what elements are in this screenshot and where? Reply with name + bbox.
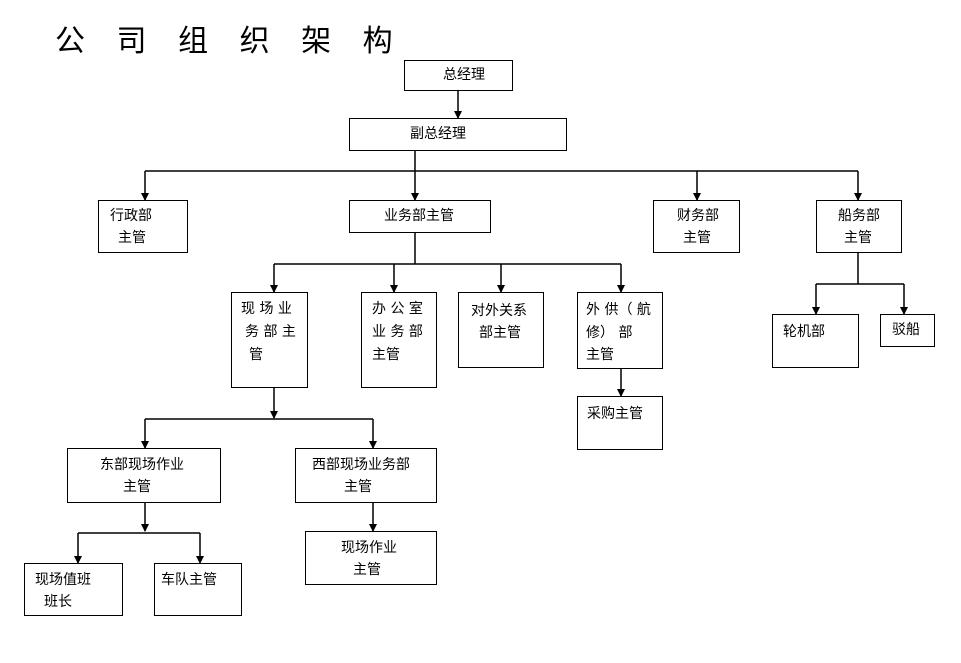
node-deputy-general-manager: 副总经理 (349, 118, 567, 151)
page-title: 公 司 组 织 架 构 (55, 24, 404, 59)
node-label-line: 主管 (683, 230, 711, 246)
node-external-relations-manager: 对外关系 部主管 (458, 292, 544, 368)
node-office-manager: 办 公 室 业 务 部 主管 (361, 292, 437, 388)
node-label-line: 东部现场作业 (100, 457, 184, 473)
node-label-line: 现 场 业 (241, 301, 292, 317)
node-label-line: 主管 (372, 347, 400, 363)
node-label-line: 业 务 部 (372, 324, 423, 340)
node-label-line: 西部现场业务部 (312, 457, 410, 473)
node-label-line: 行政部 (110, 208, 152, 224)
node-label-line: 采购主管 (587, 406, 643, 422)
node-label-line: 现场值班 (35, 572, 91, 588)
node-label-line: 财务部 (677, 208, 719, 224)
node-label-line: 部主管 (479, 325, 521, 341)
node-label-line: 副总经理 (410, 126, 466, 142)
node-label-line: 总经理 (443, 67, 485, 83)
node-label-line: 主管 (118, 230, 146, 246)
node-west-field-ops-manager: 现场作业 主管 (305, 531, 437, 585)
node-label-line: 主管 (844, 230, 872, 246)
node-admin-manager: 行政部 主管 (98, 200, 188, 253)
node-finance-manager: 财务部 主管 (653, 200, 740, 253)
node-label-line: 业务部主管 (384, 208, 454, 224)
node-label-line: 主管 (123, 479, 151, 495)
node-supply-repair-manager: 外 供（ 航 修） 部 主管 (577, 292, 663, 369)
node-marine-manager: 船务部 主管 (816, 200, 902, 253)
node-label-line: 车队主管 (161, 572, 217, 588)
node-barge: 驳船 (880, 314, 935, 347)
node-fleet-manager: 车队主管 (154, 563, 242, 616)
node-business-manager: 业务部主管 (349, 200, 491, 233)
node-label-line: 外 供（ 航 (586, 302, 651, 318)
node-general-manager: 总经理 (404, 60, 513, 91)
node-west-field-business-manager: 西部现场业务部 主管 (295, 448, 437, 503)
node-label-line: 现场作业 (341, 540, 397, 556)
node-label-line: 管 (249, 347, 263, 363)
node-field-business-manager: 现 场 业 务 部 主 管 (231, 292, 308, 388)
node-label-line: 修） 部 (586, 325, 633, 341)
node-field-shift-leader: 现场值班 班长 (24, 563, 123, 616)
node-label-line: 主管 (344, 479, 372, 495)
node-label-line: 对外关系 (471, 303, 527, 319)
node-east-field-ops-manager: 东部现场作业 主管 (67, 448, 221, 503)
node-engine-department: 轮机部 (772, 314, 859, 368)
node-label-line: 主管 (353, 562, 381, 578)
node-label-line: 班长 (44, 594, 72, 610)
node-label-line: 务 部 主 (245, 324, 296, 340)
node-label-line: 船务部 (838, 208, 880, 224)
node-label-line: 主管 (586, 347, 614, 363)
node-purchasing-manager: 采购主管 (577, 396, 663, 450)
node-label-line: 办 公 室 (372, 301, 423, 317)
node-label-line: 驳船 (892, 322, 920, 338)
node-label-line: 轮机部 (783, 324, 825, 340)
